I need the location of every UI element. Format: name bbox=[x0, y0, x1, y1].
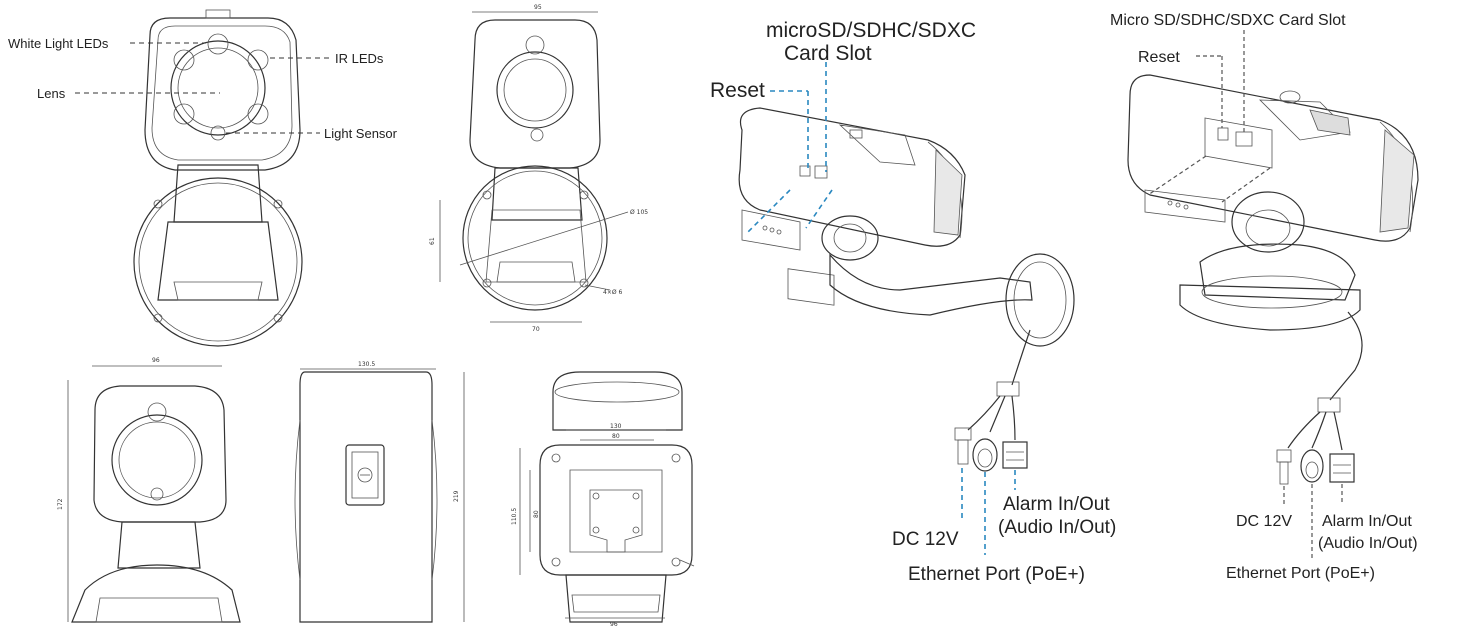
label-white-leds: White Light LEDs bbox=[8, 36, 109, 51]
dim-mount-height-a: 110.5 bbox=[511, 508, 518, 525]
label-dc-1: DC 12V bbox=[892, 529, 959, 550]
dim-side-height: 61 bbox=[429, 237, 436, 245]
dim-front-height: 172 bbox=[57, 498, 64, 510]
dim-mount-inner: 80 bbox=[612, 433, 620, 440]
dim-top-width: 95 bbox=[534, 4, 542, 11]
label-ir-leds: IR LEDs bbox=[335, 51, 384, 66]
mount-view bbox=[519, 371, 695, 623]
dim-front-width: 96 bbox=[152, 357, 160, 364]
iso-view-2-camera bbox=[1127, 74, 1419, 485]
bottom-front-view bbox=[67, 365, 241, 623]
iso-view-2-callouts bbox=[1147, 30, 1343, 560]
dim-side-width: 130.5 bbox=[358, 361, 375, 368]
iso-view-1-camera bbox=[738, 107, 1075, 472]
label-dc-2: DC 12V bbox=[1236, 513, 1292, 530]
dim-mount-bottom: 96 bbox=[610, 621, 618, 626]
label-ethernet-1: Ethernet Port (PoE+) bbox=[908, 564, 1085, 585]
label-card-slot-2: Micro SD/SDHC/SDXC Card Slot bbox=[1110, 12, 1346, 29]
label-reset-1: Reset bbox=[710, 79, 765, 102]
dim-mount-height-b: 80 bbox=[533, 510, 540, 518]
label-card-slot-1a: microSD/SDHC/SDXC bbox=[766, 19, 976, 42]
label-ethernet-2: Ethernet Port (PoE+) bbox=[1226, 565, 1375, 582]
label-alarm-1a: Alarm In/Out bbox=[1003, 494, 1110, 515]
dim-mount-outer: 130 bbox=[610, 423, 622, 430]
dim-bottom-width: 70 bbox=[532, 326, 540, 333]
label-alarm-2b: (Audio In/Out) bbox=[1318, 535, 1418, 552]
side-view bbox=[294, 368, 465, 623]
iso-view-1-callouts bbox=[747, 62, 1016, 555]
label-alarm-1b: (Audio In/Out) bbox=[998, 517, 1116, 538]
dim-diameter: Ø 105 bbox=[630, 209, 648, 216]
front-view-callouts bbox=[75, 42, 330, 134]
label-lens: Lens bbox=[37, 86, 66, 101]
dim-hole: 4×Ø 6 bbox=[603, 289, 622, 296]
dimensioned-front-view bbox=[439, 11, 629, 323]
label-reset-2: Reset bbox=[1138, 49, 1180, 66]
front-view-camera bbox=[133, 9, 303, 347]
label-card-slot-1b: Card Slot bbox=[784, 42, 872, 65]
label-light-sensor: Light Sensor bbox=[324, 126, 398, 141]
dim-side-height-full: 219 bbox=[453, 490, 460, 502]
label-alarm-2a: Alarm In/Out bbox=[1322, 513, 1412, 530]
